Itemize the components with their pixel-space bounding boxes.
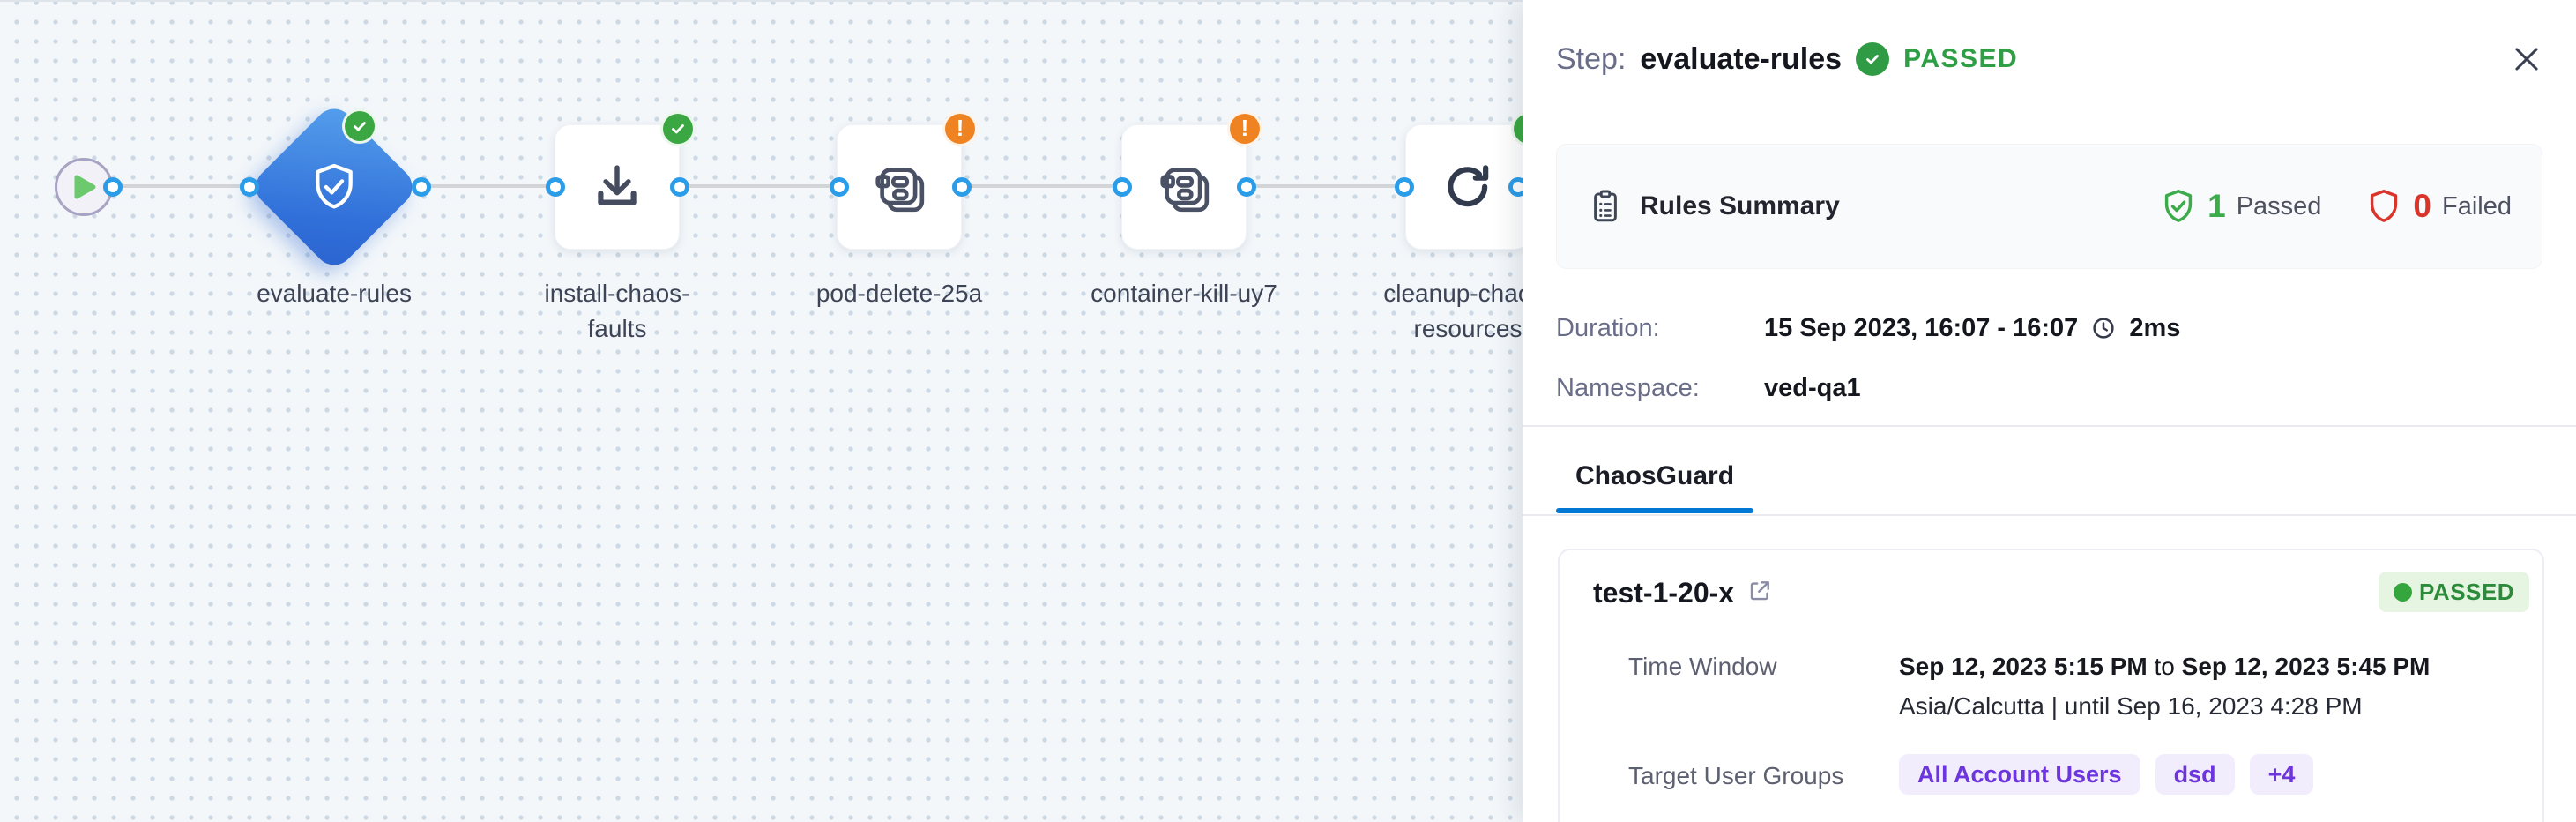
status-badge: PASSED xyxy=(1903,44,2019,73)
status-check-badge xyxy=(342,108,377,144)
node-label: container-kill-uy7 xyxy=(1091,280,1277,307)
connector-port[interactable] xyxy=(670,177,689,197)
time-window-row: Time Window Sep 12, 2023 5:15 PM to Sep … xyxy=(1628,653,2430,721)
status-dot xyxy=(2394,582,2412,602)
step-name: evaluate-rules xyxy=(1640,41,1843,76)
node-cleanup-chaos-resources[interactable] xyxy=(1405,124,1523,250)
rule-status-text: PASSED xyxy=(2419,578,2514,605)
rules-summary-title: Rules Summary xyxy=(1640,191,1840,220)
connector-port[interactable] xyxy=(240,177,259,197)
failed-label: Failed xyxy=(2442,191,2512,220)
status-warning-badge: ! xyxy=(1227,111,1262,146)
passed-label: Passed xyxy=(2236,191,2322,220)
node-label-line: resources xyxy=(1413,315,1523,342)
chaos-fault-icon xyxy=(875,168,925,213)
target-user-groups-row: Target User Groups All Account Users dsd… xyxy=(1628,754,2314,795)
shield-passed-icon xyxy=(2164,190,2193,222)
connector-port[interactable] xyxy=(1508,177,1523,197)
duration-label: Duration: xyxy=(1556,313,1660,342)
connector-port[interactable] xyxy=(412,177,431,197)
node-label: install-chaos- faults xyxy=(485,276,749,347)
passed-check-icon xyxy=(1856,42,1890,76)
failed-count: 0 xyxy=(2413,188,2431,224)
duration-ms: 2ms xyxy=(2129,313,2181,342)
external-link-icon[interactable] xyxy=(1746,578,1773,604)
divider xyxy=(1523,425,2576,427)
panel-header: Step: evaluate-rules PASSED xyxy=(1556,34,2546,85)
node-label: evaluate-rules xyxy=(257,280,412,307)
chaosguard-rule-card: test-1-20-x PASSED Time Window Sep 12, 2… xyxy=(1558,549,2544,822)
connector-port[interactable] xyxy=(546,177,565,197)
node-install-chaos-faults[interactable] xyxy=(555,124,680,250)
clipboard-icon xyxy=(1594,190,1617,222)
node-container-kill-uy7[interactable] xyxy=(1121,124,1247,250)
node-label: cleanup-chaos- resources xyxy=(1336,276,1523,347)
namespace-label: Namespace: xyxy=(1556,373,1700,402)
node-label-line: cleanup-chaos- xyxy=(1383,280,1523,307)
duration-row: Duration: 15 Sep 2023, 16:07 - 16:07 2ms xyxy=(1556,310,2180,346)
rules-stats: 1 Passed 0 Failed xyxy=(2158,186,2512,227)
duration-value: 15 Sep 2023, 16:07 - 16:07 xyxy=(1764,313,2079,342)
step-label: Step: xyxy=(1556,41,1627,76)
namespace-row: Namespace: ved-qa1 xyxy=(1556,370,1861,406)
namespace-value: ved-qa1 xyxy=(1764,373,1861,402)
clock-icon xyxy=(2093,318,2114,339)
connector-port[interactable] xyxy=(830,177,849,197)
download-icon xyxy=(598,165,637,206)
play-icon xyxy=(74,175,96,199)
status-warning-badge: ! xyxy=(942,111,978,146)
connector-port[interactable] xyxy=(1395,177,1414,197)
time-window-end: Sep 12, 2023 5:45 PM xyxy=(2181,653,2431,680)
rules-summary-box: Rules Summary 1 Passed 0 Failed xyxy=(1556,144,2542,269)
start-node[interactable] xyxy=(55,158,113,216)
tab-bar-divider xyxy=(1523,514,2576,516)
shield-check-icon xyxy=(306,159,362,215)
connector-port[interactable] xyxy=(103,177,123,197)
node-label-line: install-chaos- xyxy=(544,280,690,307)
connector-port[interactable] xyxy=(1113,177,1132,197)
tab-label: ChaosGuard xyxy=(1575,461,1735,490)
user-group-chip[interactable]: +4 xyxy=(2249,754,2314,795)
user-group-chip[interactable]: All Account Users xyxy=(1899,754,2140,795)
rule-status-badge: PASSED xyxy=(2379,572,2529,612)
time-window-join: to xyxy=(2154,653,2175,680)
timezone-line: Asia/Calcutta | until Sep 16, 2023 4:28 … xyxy=(1899,692,2363,720)
node-label: pod-delete-25a xyxy=(815,280,983,307)
time-window-start: Sep 12, 2023 5:15 PM xyxy=(1899,653,2148,680)
pipeline-canvas[interactable]: ! ! xyxy=(0,0,1523,822)
connector-port[interactable] xyxy=(952,177,972,197)
connector-port[interactable] xyxy=(1237,177,1256,197)
active-tab-indicator xyxy=(1556,508,1753,513)
time-window-label: Time Window xyxy=(1628,653,1777,680)
tab-chaosguard[interactable]: ChaosGuard xyxy=(1556,438,1753,514)
rule-name: test-1-20-x xyxy=(1593,577,1735,609)
shield-failed-icon xyxy=(2371,190,2398,222)
close-icon[interactable] xyxy=(2507,40,2546,78)
node-pod-delete-25a[interactable] xyxy=(837,124,962,250)
chaos-fault-icon xyxy=(1160,168,1210,213)
user-group-chip[interactable]: dsd xyxy=(2155,754,2235,795)
passed-count: 1 xyxy=(2207,188,2226,224)
node-evaluate-rules[interactable] xyxy=(248,101,421,273)
target-user-groups-label: Target User Groups xyxy=(1628,762,1844,789)
status-check-badge xyxy=(660,111,696,146)
retry-icon xyxy=(1448,165,1489,207)
step-details-panel: Step: evaluate-rules PASSED Rules Summa xyxy=(1523,0,2576,822)
connector-line xyxy=(84,184,1523,188)
node-label-line: faults xyxy=(587,315,647,342)
